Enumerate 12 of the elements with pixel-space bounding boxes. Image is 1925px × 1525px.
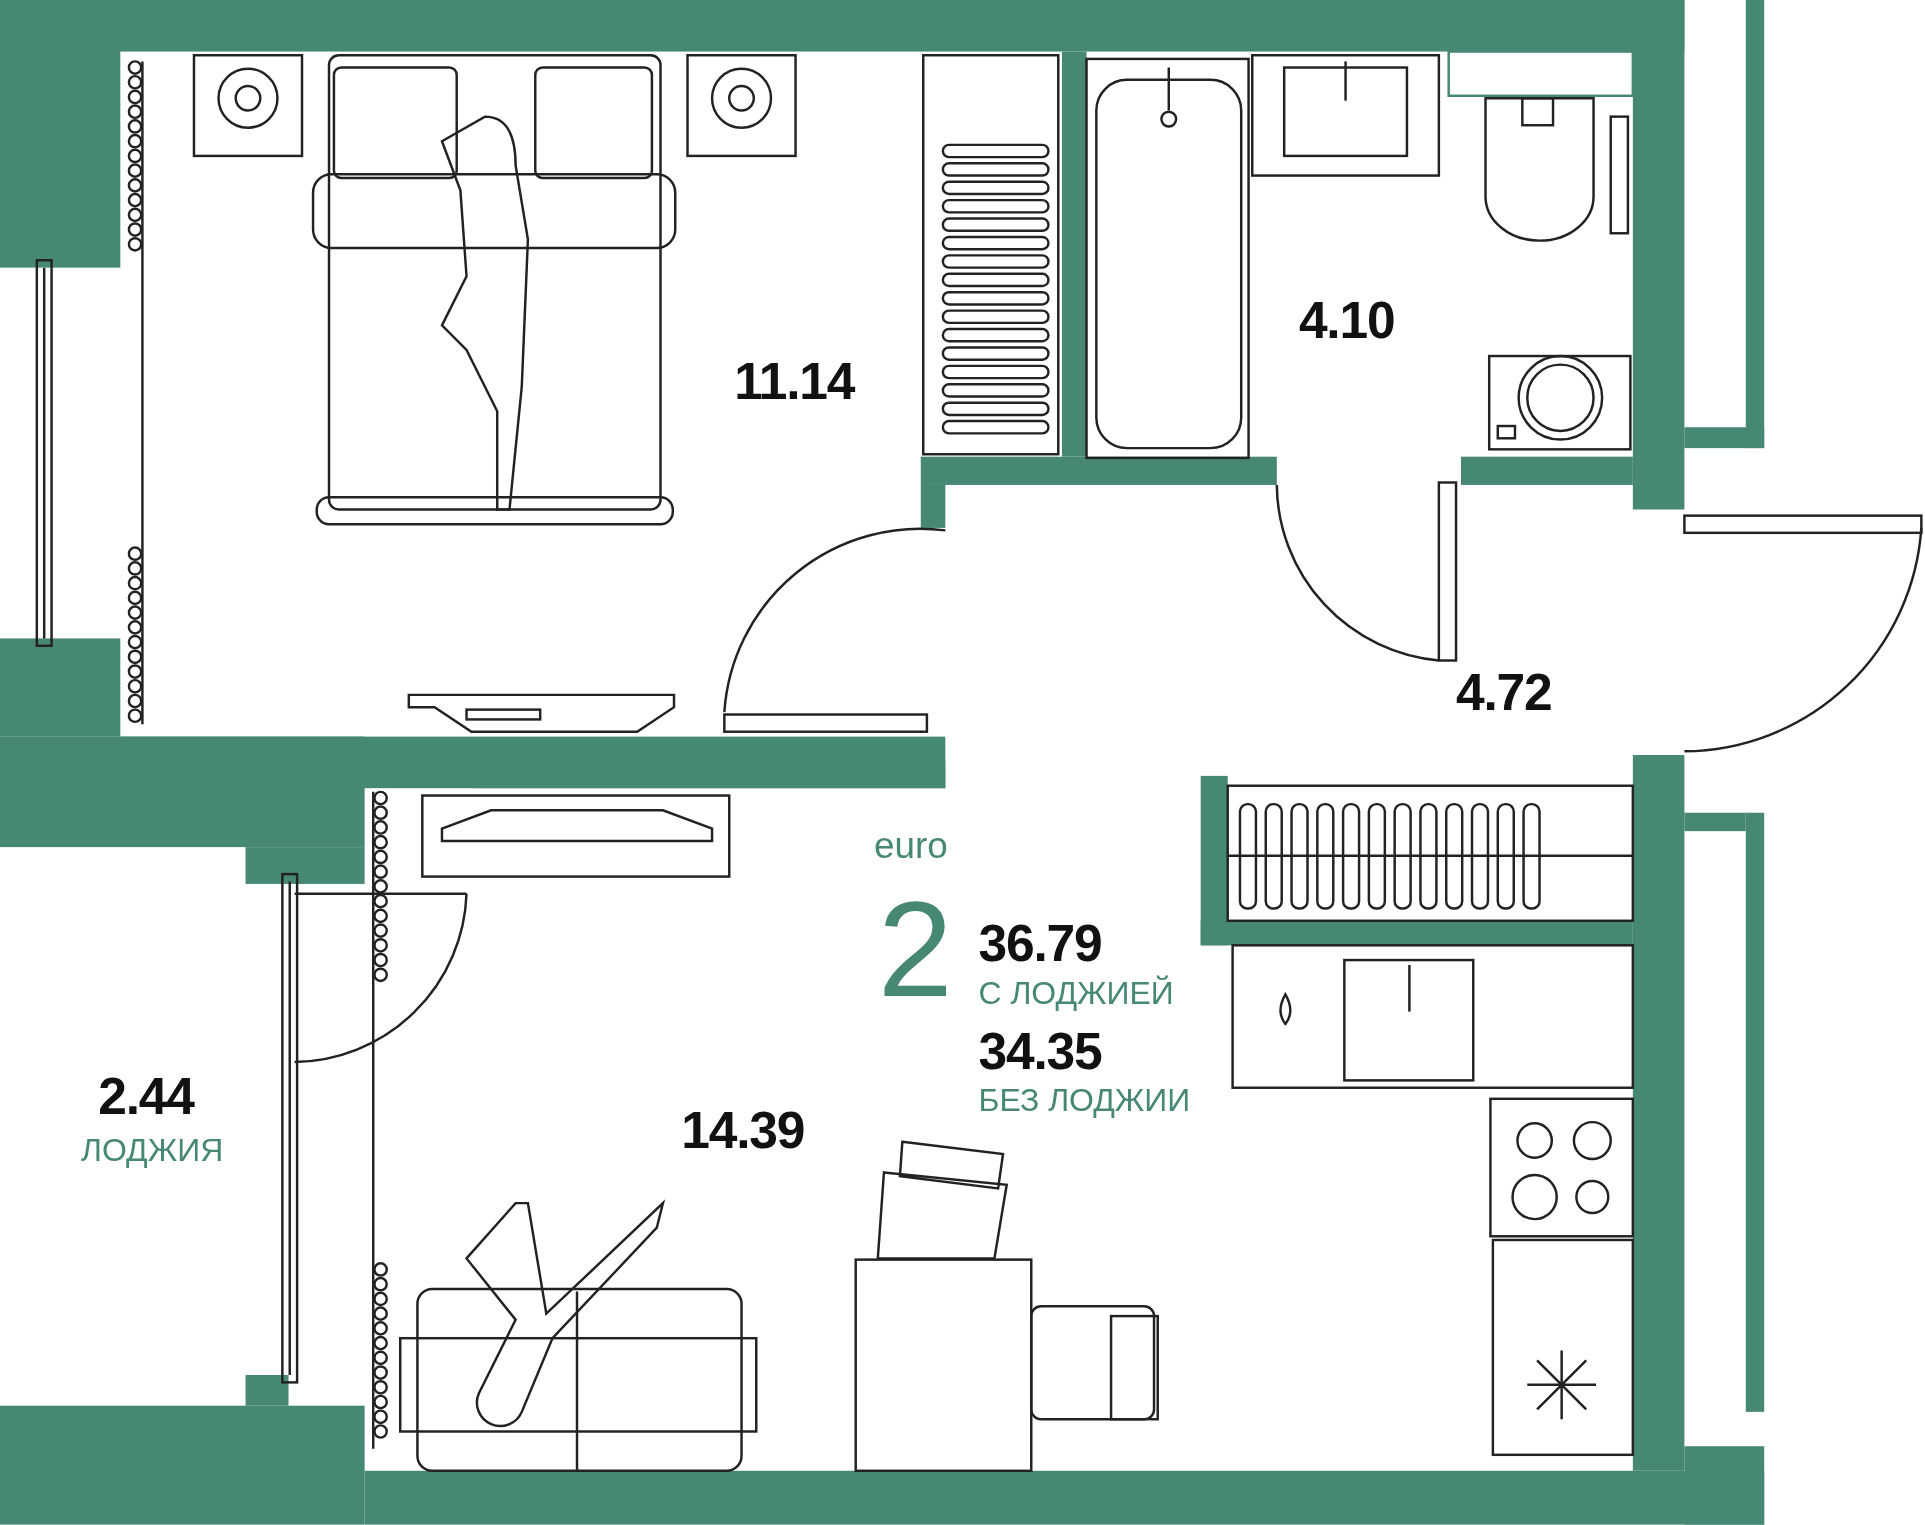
area-value: 11.14 (734, 356, 855, 408)
room-caption: БЕЗ ЛОДЖИИ (978, 1084, 1191, 1116)
area-value: 14.39 (681, 1104, 805, 1157)
room-caption: С ЛОДЖИЕЙ (978, 977, 1174, 1010)
area-value: 36.79 (978, 918, 1102, 970)
room-caption: euro (874, 827, 948, 865)
area-value: 4.72 (1456, 666, 1552, 719)
room-count: 2 (877, 881, 953, 1017)
area-value: 34.35 (978, 1026, 1102, 1078)
room-caption: ЛОДЖИЯ (81, 1134, 224, 1167)
area-value: 2.44 (98, 1070, 194, 1123)
area-value: 4.10 (1298, 294, 1395, 347)
